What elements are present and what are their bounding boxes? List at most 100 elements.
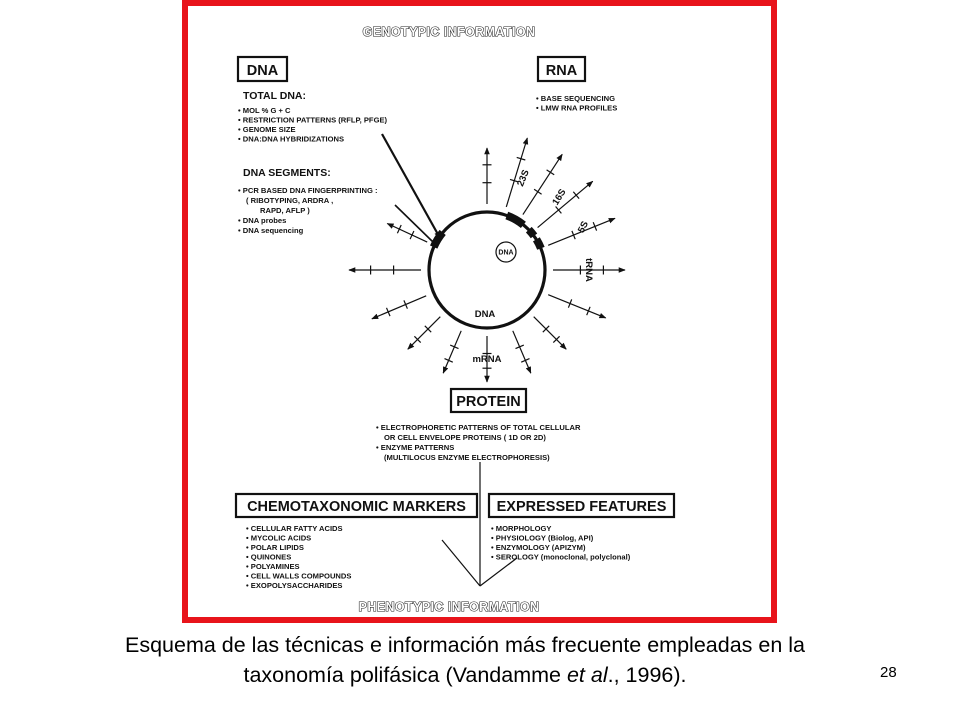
- radial-arrow-tick: [586, 306, 591, 316]
- chemotaxonomic-box-label: CHEMOTAXONOMIC MARKERS: [247, 499, 466, 515]
- radial-arrow-tick: [546, 169, 555, 176]
- total-dna-item: • DNA:DNA HYBRIDIZATIONS: [238, 135, 344, 144]
- rna-item: • BASE SEQUENCING: [536, 94, 615, 103]
- expressed-feature-item: • MORPHOLOGY: [491, 524, 551, 533]
- dna-segments-heading: DNA SEGMENTS:: [243, 167, 331, 179]
- radial-arrow: [537, 180, 594, 229]
- radial-arrow: [442, 330, 462, 374]
- gene-segment-marker: [505, 211, 526, 229]
- dna-segments-item: • DNA sequencing: [238, 226, 304, 235]
- caption-line-2-start: taxonomía polifásica (Vandamme: [243, 663, 567, 687]
- dna-bottom-label: DNA: [475, 309, 496, 320]
- protein-item: • ENZYME PATTERNS: [376, 443, 454, 452]
- radial-arrow-tick: [592, 221, 598, 231]
- radial-arrow-tick: [444, 358, 454, 363]
- gene-segment-marker: [532, 237, 545, 250]
- radial-arrow-tick: [449, 344, 459, 350]
- left-connector-line: [441, 539, 481, 587]
- chemotaxonomic-item: • POLYAMINES: [246, 562, 300, 571]
- radial-arrow-tick: [509, 178, 519, 183]
- total-dna-item: • RESTRICTION PATTERNS (RFLP, PFGE): [238, 116, 388, 125]
- page-number: 28: [880, 664, 897, 681]
- radial-arrow-tick: [413, 335, 422, 344]
- expressed-features-box-label: EXPRESSED FEATURES: [497, 499, 667, 515]
- gene-segment-marker: [525, 226, 538, 239]
- dna-segments-item: ( RIBOTYPING, ARDRA ,: [246, 196, 333, 205]
- chemotaxonomic-item: • CELL WALLS COMPOUNDS: [246, 572, 351, 581]
- radial-arrow-tick: [424, 325, 432, 333]
- slide-caption: Esquema de las técnicas e información má…: [0, 630, 930, 690]
- expressed-feature-item: • ENZYMOLOGY (APIZYM): [491, 543, 586, 552]
- radial-arrow: [371, 295, 427, 320]
- radial-arrow-tick: [555, 206, 562, 214]
- 5s-label: 5S: [576, 220, 591, 235]
- expressed-features-box: [487, 492, 676, 519]
- total-dna-item: • MOL % G + C: [238, 106, 291, 115]
- gene-segment-markers: [430, 211, 545, 250]
- rna-item: • LMW RNA PROFILES: [536, 104, 617, 113]
- dna-center-badge: [495, 241, 517, 263]
- dna-circle: [427, 210, 547, 330]
- genotypic-information-title: GENOTYPIC INFORMATION: [363, 25, 536, 39]
- dna-center-label: DNA: [498, 250, 513, 257]
- rna-box: [536, 55, 587, 83]
- caption-line-1: Esquema de las técnicas e información má…: [124, 633, 805, 657]
- rna-list: • BASE SEQUENCING • LMW RNA PROFILES: [536, 94, 617, 113]
- radial-arrow-tick: [533, 188, 542, 195]
- radial-arrow-tick: [567, 299, 573, 308]
- radial-arrow-tick: [409, 230, 415, 240]
- protein-item: OR CELL ENVELOPE PROTEINS ( 1D OR 2D): [384, 433, 546, 442]
- protein-item: • ELECTROPHORETIC PATTERNS OF TOTAL CELL…: [376, 423, 581, 432]
- radial-arrow-tick: [571, 230, 576, 240]
- radial-arrow-tick: [552, 335, 561, 344]
- radial-arrow: [512, 330, 532, 374]
- right-connector-line: [479, 557, 518, 587]
- radial-arrow-tick: [403, 300, 408, 309]
- chemotaxonomic-box: [234, 492, 479, 519]
- dna-segments-pointer-line: [394, 204, 434, 243]
- expressed-features-list: • MORPHOLOGY • PHYSIOLOGY (Biolog, API) …: [491, 524, 631, 562]
- radial-arrow: [533, 316, 567, 350]
- radial-arrow: [547, 294, 607, 319]
- chemotaxonomic-item: • POLAR LIPIDS: [246, 543, 304, 552]
- dna-segments-item: • PCR BASED DNA FINGERPRINTING :: [238, 186, 378, 195]
- chemotaxonomic-item: • MYCOLIC ACIDS: [246, 534, 311, 543]
- total-dna-item: • GENOME SIZE: [238, 125, 296, 134]
- protein-item: (MULTILOCUS ENZYME ELECTROPHORESIS): [384, 453, 550, 462]
- caption-italic-et-al: et al: [566, 663, 608, 687]
- dna-segments-list: • PCR BASED DNA FINGERPRINTING : ( RIBOT…: [238, 186, 378, 235]
- radial-arrow-tick: [385, 307, 391, 317]
- chemotaxonomic-item: • QUINONES: [246, 553, 291, 562]
- caption-line-2-end: ., 1996).: [607, 663, 687, 687]
- radial-arrow: [407, 316, 441, 350]
- radial-arrow-tick: [542, 325, 550, 333]
- total-dna-heading: TOTAL DNA:: [243, 90, 306, 102]
- rna-box-label: RNA: [546, 63, 578, 79]
- radial-arrows: [348, 137, 626, 383]
- radial-arrow: [386, 222, 428, 243]
- radial-arrow-tick: [396, 224, 402, 234]
- dna-segments-item: RAPD, AFLP ): [260, 206, 310, 215]
- radial-arrow: [522, 153, 563, 215]
- dna-box: [236, 55, 289, 83]
- total-dna-list: • MOL % G + C • RESTRICTION PATTERNS (RF…: [238, 106, 388, 144]
- expressed-feature-item: • PHYSIOLOGY (Biolog, API): [491, 534, 594, 543]
- radial-arrow-tick: [520, 358, 530, 363]
- chemotaxonomic-item: • CELLULAR FATTY ACIDS: [246, 524, 343, 533]
- phenotypic-information-title: PHENOTYPIC INFORMATION: [359, 600, 540, 614]
- radial-arrow-tick: [516, 156, 526, 161]
- dna-segments-item: • DNA probes: [238, 216, 286, 225]
- protein-box-label: PROTEIN: [456, 394, 520, 410]
- chemotaxonomic-list: • CELLULAR FATTY ACIDS • MYCOLIC ACIDS •…: [246, 524, 351, 590]
- caption-line-2: taxonomía polifásica (Vandamme et al., 1…: [0, 660, 930, 690]
- radial-arrow: [505, 137, 529, 208]
- dna-box-label: DNA: [247, 63, 279, 79]
- radial-arrow-tick: [515, 344, 525, 350]
- expressed-feature-item: • SEROLOGY (monoclonal, polyclonal): [491, 553, 631, 562]
- chemotaxonomic-item: • EXOPOLYSACCHARIDES: [246, 581, 343, 590]
- radial-arrow-tick: [572, 191, 580, 199]
- total-dna-pointer-line: [381, 133, 441, 239]
- protein-list: • ELECTROPHORETIC PATTERNS OF TOTAL CELL…: [376, 423, 581, 462]
- radial-arrow: [547, 217, 616, 246]
